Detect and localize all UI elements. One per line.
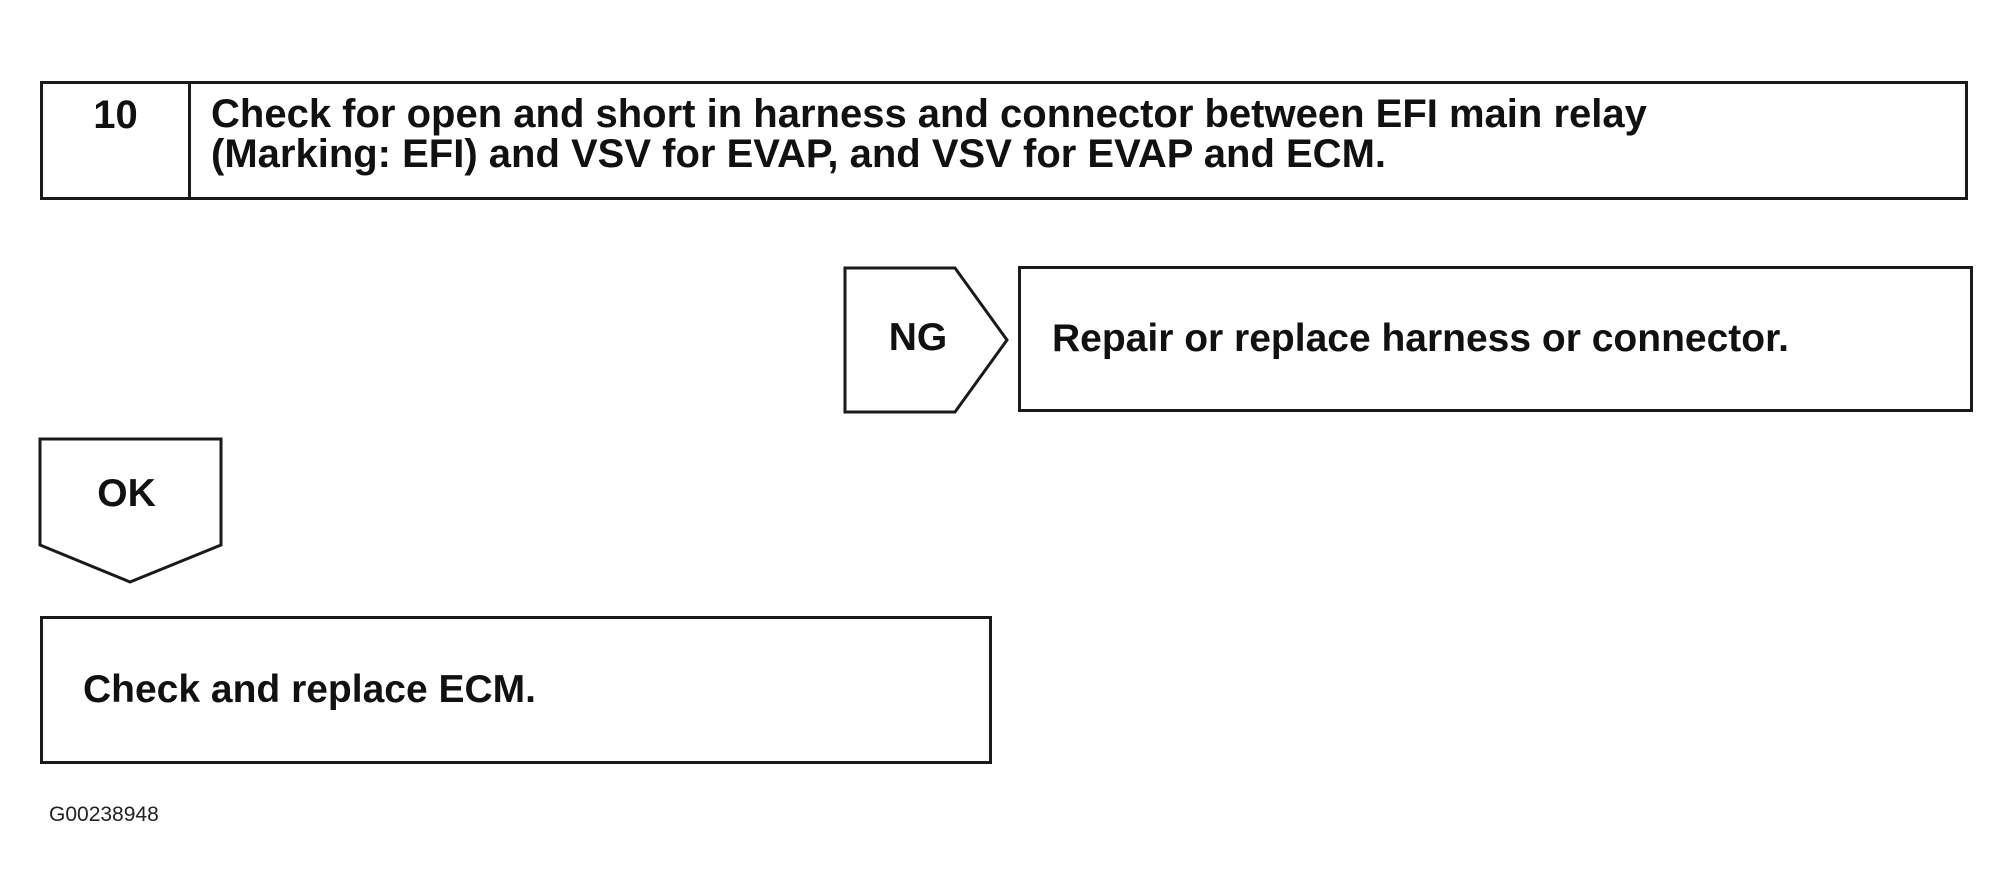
ng-label: NG [888, 316, 948, 359]
step-number: 10 [43, 84, 191, 197]
ng-action-text: Repair or replace harness or connector. [1052, 317, 1789, 360]
ok-action-text: Check and replace ECM. [83, 668, 536, 711]
step-description: Check for open and short in harness and … [191, 84, 1965, 197]
step-description-line-2: (Marking: EFI) and VSV for EVAP, and VSV… [211, 132, 1386, 176]
ok-label: OK [97, 472, 156, 515]
ng-action-box: Repair or replace harness or connector. [1018, 266, 1973, 412]
step-description-line-1: Check for open and short in harness and … [211, 92, 1647, 136]
ok-arrow-tag [38, 437, 223, 584]
step-header-box: 10 Check for open and short in harness a… [40, 81, 1968, 200]
ok-action-box: Check and replace ECM. [40, 616, 992, 764]
ng-arrow-tag [843, 266, 1009, 414]
figure-code: G00238948 [49, 803, 159, 826]
